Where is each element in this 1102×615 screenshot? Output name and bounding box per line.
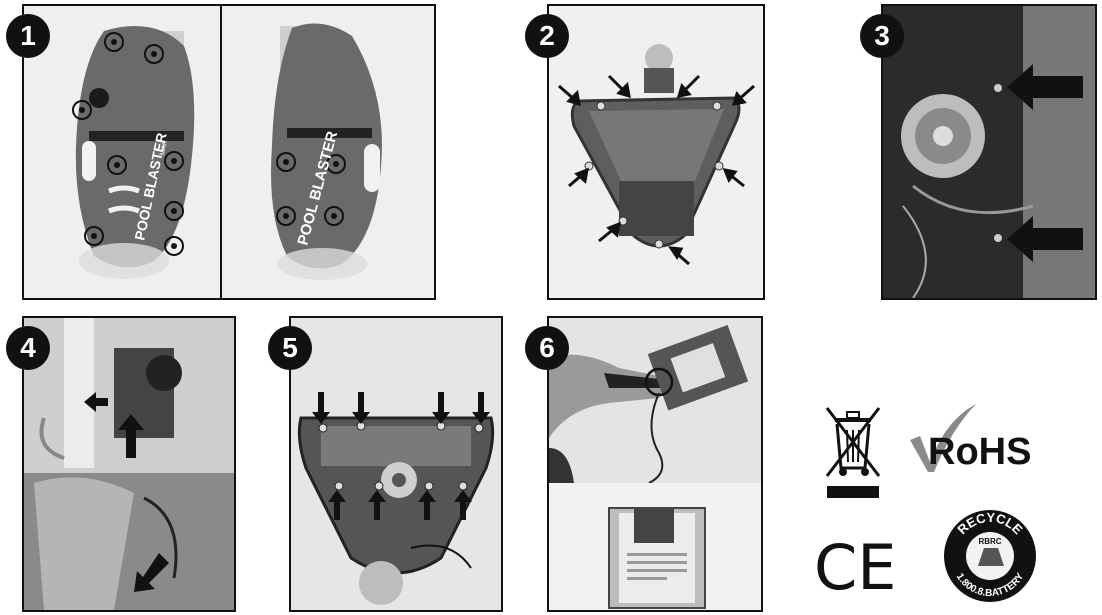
pump-housing-illustration <box>297 392 495 605</box>
rohs-text: RoHS <box>928 431 1031 473</box>
handle-connector-illustration <box>24 318 234 610</box>
step-5-badge: 5 <box>268 326 312 370</box>
step-1-photo-front: POOL BLASTER <box>220 4 436 300</box>
step-1-badge: 1 <box>6 14 50 58</box>
rohs-logo: RoHS <box>906 400 1062 480</box>
step-2-badge: 2 <box>525 14 569 58</box>
rbrc-recycle-seal: RECYCLE RBRC 1.800.8.BATTERY <box>942 508 1038 604</box>
step-6-badge: 6 <box>525 326 569 370</box>
rbrc-text: RBRC <box>978 537 1001 546</box>
cleaner-back-illustration: POOL BLASTER MAX <box>72 26 195 279</box>
step-2-photo <box>547 4 765 300</box>
step-3-photo <box>881 4 1097 300</box>
model-label-back: MAX <box>159 140 169 157</box>
weee-crossed-bin-icon <box>821 404 885 500</box>
motor-wiring-illustration <box>883 6 1095 298</box>
step-5-photo <box>289 316 503 612</box>
ce-mark: CE <box>812 535 902 595</box>
step-1-photo-back: POOL BLASTER MAX <box>22 4 222 300</box>
cleaner-front-illustration: POOL BLASTER <box>271 23 382 280</box>
step-4-badge: 4 <box>6 326 50 370</box>
battery-disconnect-illustration <box>549 318 761 610</box>
step-3-badge: 3 <box>860 14 904 58</box>
step-6-photo <box>547 316 763 612</box>
step-4-photo <box>22 316 236 612</box>
ce-text: CE <box>814 535 896 595</box>
motor-cover-illustration <box>558 44 755 266</box>
